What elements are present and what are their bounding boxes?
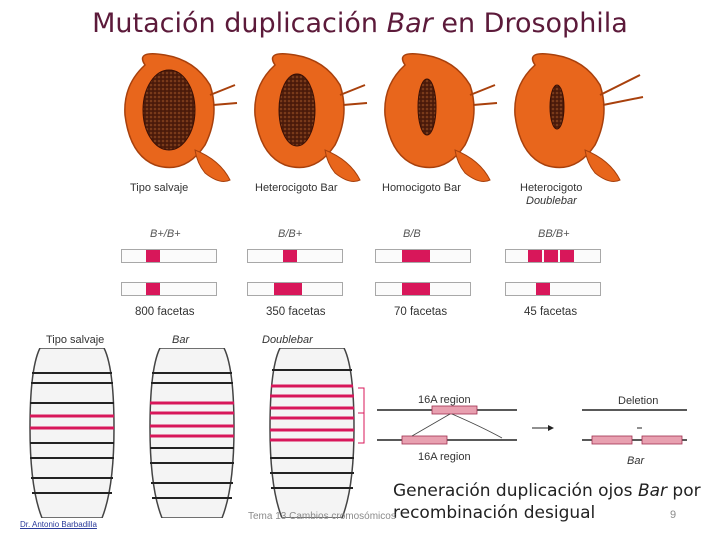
bar-region-band	[402, 283, 416, 295]
facet-count-wild: 800 facetas	[135, 306, 195, 318]
chromosome-wild-1	[121, 249, 217, 263]
page-number: 9	[670, 509, 677, 521]
slide-title: Mutación duplicación Bar en Drosophila	[0, 8, 720, 39]
chromosome-wild-2	[121, 282, 217, 296]
chromosome-het-bar-2	[247, 282, 343, 296]
polytene-label-wild: Tipo salvaje	[46, 334, 105, 346]
bar-region-band	[536, 283, 550, 295]
polytene-doublebar	[269, 348, 365, 518]
bar-region-band	[146, 250, 160, 262]
head-label-het-doublebar: Heterocigoto	[520, 182, 583, 194]
head-label-het-bar: Heterocigoto Bar	[255, 182, 338, 194]
chromosome-doublebar-1	[505, 249, 601, 263]
genotype-hom-bar: B/B	[403, 228, 421, 240]
fly-head-heterozygous-bar	[254, 53, 368, 182]
bar-region-band	[288, 283, 302, 295]
bar-region-band	[146, 283, 160, 295]
chromosome-hom-bar-1	[375, 249, 471, 263]
fly-head-heterozygous-doublebar	[514, 53, 644, 182]
bar-region-band	[544, 250, 558, 262]
chromosome-het-bar-1	[247, 249, 343, 263]
chromosome-hom-bar-2	[375, 282, 471, 296]
title-rest: en Drosophila	[432, 8, 628, 39]
fly-head-wild-type	[124, 53, 238, 182]
title-text: Mutación duplicación	[92, 8, 387, 39]
bar-region-band	[560, 250, 574, 262]
bar-region-band	[528, 250, 542, 262]
bar-region-band	[402, 250, 416, 262]
polytene-chromosomes-illustration	[29, 348, 365, 518]
bar-product-label: Bar	[627, 455, 645, 467]
deletion-label: Deletion	[618, 395, 659, 407]
chromosome-doublebar-2	[505, 282, 601, 296]
unequal-recombination-diagram	[377, 405, 687, 445]
region-label-bottom: 16A region	[418, 451, 471, 463]
polytene-bar	[149, 348, 235, 518]
polytene-label-bar: Bar	[172, 334, 190, 346]
facet-count-het-bar: 350 facetas	[266, 306, 326, 318]
polytene-label-doublebar: Doublebar	[262, 334, 313, 346]
bar-region-band	[283, 250, 297, 262]
genotype-het-bar: B/B+	[278, 228, 303, 240]
facet-count-hom-bar: 70 facetas	[394, 306, 448, 318]
slide-footer: Tema 13 Cambios cromosómicos	[248, 511, 396, 522]
genotype-wild: B+/B+	[150, 228, 181, 240]
figure-caption: Generación duplicación ojos Bar por reco…	[393, 481, 701, 523]
genotype-doublebar: BB/B+	[538, 228, 570, 240]
head-sublabel-doublebar: Doublebar	[526, 195, 577, 207]
polytene-wild-type	[29, 348, 115, 518]
bar-region-band	[274, 283, 288, 295]
fly-heads-illustration	[124, 53, 644, 182]
head-label-wild-type: Tipo salvaje	[130, 182, 189, 194]
bar-region-band	[416, 283, 430, 295]
fly-head-homozygous-bar	[384, 53, 498, 182]
region-label-top: 16A region	[418, 394, 471, 406]
facet-count-doublebar: 45 facetas	[524, 306, 578, 318]
title-italic: Bar	[386, 8, 433, 39]
head-label-hom-bar: Homocigoto Bar	[382, 182, 461, 194]
bar-region-band	[416, 250, 430, 262]
author-link[interactable]: Dr. Antonio Barbadilla	[20, 520, 97, 529]
